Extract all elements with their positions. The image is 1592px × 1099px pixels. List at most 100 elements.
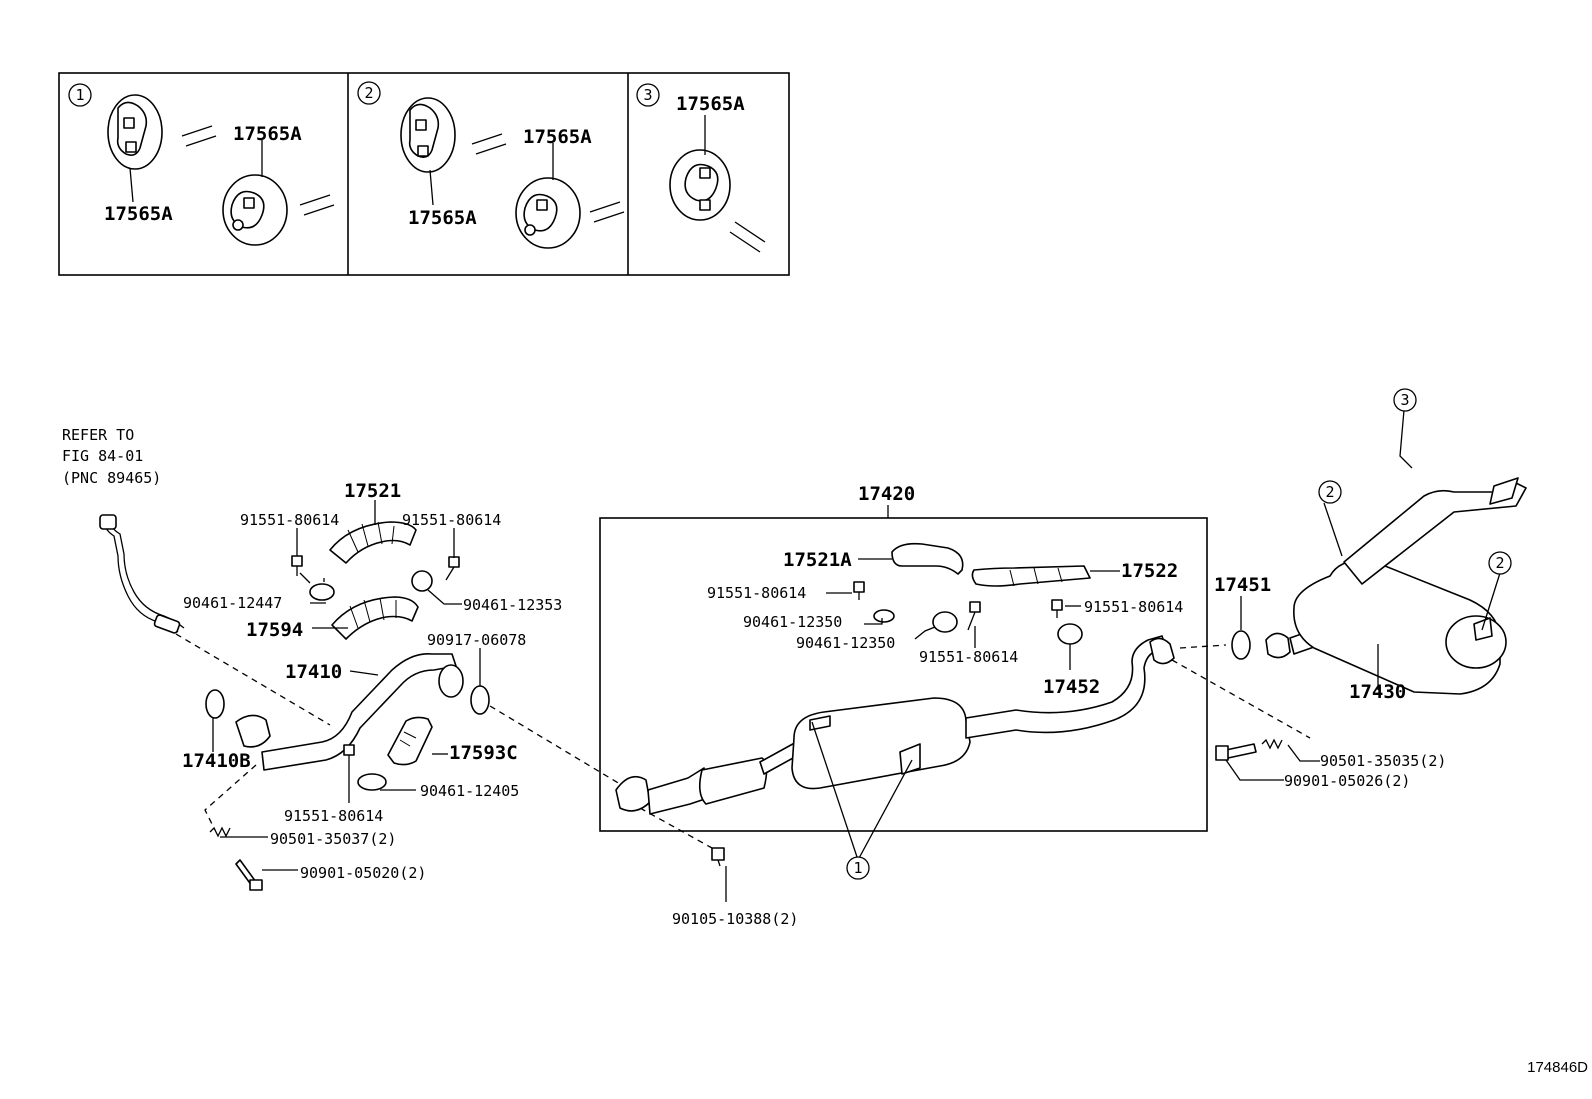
hanger-pin-icon xyxy=(729,221,766,253)
part-labels: 17521 91551-80614 91551-80614 90461-1244… xyxy=(182,480,1446,928)
panel-3-label: 17565A xyxy=(676,93,745,115)
center-assembly: 17420 xyxy=(599,483,1208,862)
center-pipe-inlet[interactable] xyxy=(647,767,709,815)
label-90461-12350-a[interactable]: 90461-12350 xyxy=(743,613,842,631)
label-90501-35035[interactable]: 90501-35035(2) xyxy=(1320,752,1446,770)
label-90461-12353[interactable]: 90461-12353 xyxy=(463,596,562,614)
assembly-box-17420 xyxy=(599,517,1208,832)
label-91551-c[interactable]: 91551-80614 xyxy=(284,807,383,825)
reference-line-2: FIG 84-01 xyxy=(62,447,143,465)
label-90901-05026[interactable]: 90901-05026(2) xyxy=(1284,772,1410,790)
panel-3-marker xyxy=(636,83,660,107)
label-91551-d[interactable]: 91551-80614 xyxy=(707,584,806,602)
diagram-code: 174846D xyxy=(1527,1059,1588,1076)
label-17451[interactable]: 17451 xyxy=(1214,574,1271,596)
reference-note[interactable]: REFER TO FIG 84-01 (PNC 89465) xyxy=(62,426,161,487)
tailpipe[interactable] xyxy=(1343,481,1527,585)
hanger-pin-icon xyxy=(181,125,335,216)
bolt-icon[interactable] xyxy=(1215,743,1257,761)
label-91551-b[interactable]: 91551-80614 xyxy=(402,511,501,529)
hanger-callout-3[interactable]: 3 xyxy=(1393,388,1417,412)
hanger-rubber-icon xyxy=(107,94,163,170)
panel-2-marker xyxy=(357,81,381,105)
hanger-callout-2-a[interactable]: 2 xyxy=(1318,480,1342,504)
label-90461-12447[interactable]: 90461-12447 xyxy=(183,594,282,612)
panel-1-marker xyxy=(68,83,92,107)
hanger-pin-icon xyxy=(471,133,625,223)
label-17521a[interactable]: 17521A xyxy=(783,549,852,571)
label-17452[interactable]: 17452 xyxy=(1043,676,1100,698)
bolt-icon[interactable] xyxy=(853,581,865,600)
label-90461-12405[interactable]: 90461-12405 xyxy=(420,782,519,800)
clamp-icon[interactable] xyxy=(873,609,895,623)
label-17594[interactable]: 17594 xyxy=(246,619,303,641)
hanger-callout-1[interactable]: 1 xyxy=(846,856,870,880)
heat-insulator-17522[interactable] xyxy=(971,565,1091,587)
hanger-callout-2-b[interactable]: 2 xyxy=(1488,551,1512,575)
label-17430[interactable]: 17430 xyxy=(1349,681,1406,703)
panel-2-marker-number: 2 xyxy=(364,84,373,102)
clamp-icon[interactable] xyxy=(1057,623,1083,645)
gasket-90917[interactable] xyxy=(470,685,490,715)
heat-insulator-17521a[interactable] xyxy=(891,542,964,575)
label-17410b[interactable]: 17410B xyxy=(182,750,251,772)
hanger-rubber-icon xyxy=(515,177,581,249)
inset-panel-group: 1 17565A 17565A xyxy=(58,72,790,276)
tailpipe-flange[interactable] xyxy=(1265,632,1291,659)
label-17522[interactable]: 17522 xyxy=(1121,560,1178,582)
label-17410[interactable]: 17410 xyxy=(285,661,342,683)
inset-panel-1[interactable]: 1 17565A 17565A xyxy=(68,83,335,246)
hanger-callout-2-b-number: 2 xyxy=(1495,554,1504,572)
hanger-callout-1-number: 1 xyxy=(853,859,862,877)
inset-frame xyxy=(58,72,790,276)
clamp-icon[interactable] xyxy=(932,611,958,633)
bolt-icon[interactable] xyxy=(445,556,460,581)
center-pipe-inlet-flange[interactable] xyxy=(615,775,651,812)
bolt-icon[interactable] xyxy=(967,601,981,631)
reference-line-1: REFER TO xyxy=(62,426,134,444)
label-90461-12350-b[interactable]: 90461-12350 xyxy=(796,634,895,652)
hanger-bracket[interactable] xyxy=(899,743,921,775)
catalytic-converter[interactable] xyxy=(698,757,768,805)
gasket-17451[interactable] xyxy=(1231,630,1251,660)
front-pipe-flange[interactable] xyxy=(438,664,464,698)
clamp-icon[interactable] xyxy=(411,570,433,592)
spring-icon[interactable] xyxy=(1261,738,1283,750)
label-17593c[interactable]: 17593C xyxy=(449,742,518,764)
center-pipe-outlet-flange[interactable] xyxy=(1149,637,1175,665)
heat-insulator-17594[interactable] xyxy=(331,596,419,640)
panel-1-label-a: 17565A xyxy=(233,123,302,145)
label-91551-f[interactable]: 91551-80614 xyxy=(1084,598,1183,616)
bolt-icon[interactable] xyxy=(343,744,355,765)
inset-panel-3[interactable]: 3 17565A xyxy=(636,83,766,253)
inset-panel-2[interactable]: 2 17565A 17565A xyxy=(357,81,625,249)
assembly-label-17420: 17420 xyxy=(858,483,915,505)
label-90105-10388[interactable]: 90105-10388(2) xyxy=(672,910,798,928)
heat-insulator-17521[interactable] xyxy=(329,521,417,564)
rear-muffler-group xyxy=(1171,409,1527,781)
spring-icon[interactable] xyxy=(209,826,231,838)
clamp-icon[interactable] xyxy=(309,583,335,601)
bolt-icon[interactable] xyxy=(235,859,263,891)
hanger-rubber-icon xyxy=(400,97,456,173)
reference-line-3: (PNC 89465) xyxy=(62,469,161,487)
panel-2-label-b: 17565A xyxy=(408,207,477,229)
label-17521[interactable]: 17521 xyxy=(344,480,401,502)
label-90901-05020[interactable]: 90901-05020(2) xyxy=(300,864,426,882)
gasket-17410b[interactable] xyxy=(205,689,225,719)
label-91551-e[interactable]: 91551-80614 xyxy=(919,648,1018,666)
sub-muffler[interactable] xyxy=(791,697,971,790)
front-pipe-group xyxy=(175,500,713,891)
bolt-icon[interactable] xyxy=(1051,599,1063,618)
clamp-icon[interactable] xyxy=(357,773,387,791)
panel-2-label-a: 17565A xyxy=(523,126,592,148)
hanger-rubber-icon xyxy=(669,149,731,221)
front-pipe-inlet-flange[interactable] xyxy=(235,714,271,748)
label-90917-06078[interactable]: 90917-06078 xyxy=(427,631,526,649)
hanger-callout-2-a-number: 2 xyxy=(1325,483,1334,501)
bolt-icon[interactable] xyxy=(711,847,725,867)
support-17593c[interactable] xyxy=(387,716,433,766)
label-91551-a[interactable]: 91551-80614 xyxy=(240,511,339,529)
label-90501-35037[interactable]: 90501-35037(2) xyxy=(270,830,396,848)
